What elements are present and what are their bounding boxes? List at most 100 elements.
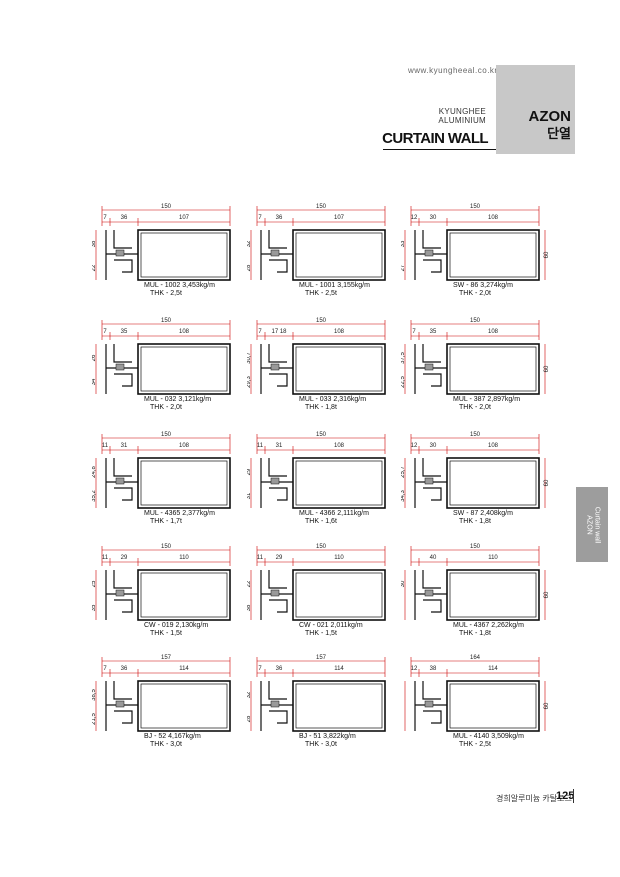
dim-overall-label: 150	[316, 544, 327, 550]
dim-overall-label: 164	[470, 655, 481, 661]
side-tab[interactable]: Curtain wall AZON	[576, 487, 608, 562]
dim-part-label: 36	[121, 215, 128, 221]
dim-part-label: 108	[334, 329, 345, 335]
dim-left-bottom: 28	[247, 264, 252, 271]
dim-part-label: 7	[103, 215, 107, 221]
profile-tube-outer	[137, 343, 231, 395]
profile-tube-inner	[449, 460, 537, 506]
dim-part-label: 11	[102, 555, 109, 561]
profile-thickness: THK - 2,5t	[459, 741, 491, 748]
dim-overall-label: 150	[470, 432, 481, 438]
profile-thickness: THK - 1,5t	[150, 630, 182, 637]
profile-tube-inner	[449, 346, 537, 392]
dim-part-label: 12	[411, 215, 418, 221]
dim-left-top: 32	[247, 240, 252, 247]
profile-tube-inner	[295, 572, 383, 618]
brand-name: KYUNGHEE ALUMINIUM	[438, 107, 486, 125]
dim-left-top: 30	[401, 580, 406, 587]
profile-tube-inner	[140, 683, 228, 729]
dim-part-label: 36	[276, 666, 283, 672]
dim-part-label: 36	[276, 215, 283, 221]
category-title-kr: 단열	[547, 126, 571, 141]
dim-part-label: 29	[121, 555, 128, 561]
footer-text: 경희알루미늄 카탈로그	[496, 794, 572, 803]
dim-overall-label: 150	[470, 544, 481, 550]
thermal-break	[424, 589, 434, 597]
website-url: www.kyungheeal.co.kr	[408, 66, 498, 75]
dim-part-label: 107	[334, 215, 345, 221]
dim-left-bottom: 22,5	[401, 376, 406, 388]
dim-left-bottom: 34,3	[401, 490, 406, 502]
profile-code-weight: MUL - 1002 3,453kg/m	[144, 282, 215, 289]
profile-tube-outer	[137, 680, 231, 732]
dim-part-label: 110	[179, 555, 189, 561]
dim-left-bottom: 35,2	[92, 490, 97, 502]
thermal-break	[424, 249, 434, 257]
thermal-break	[115, 249, 125, 257]
dim-overall-label: 157	[161, 655, 172, 661]
dim-part-label: 31	[276, 443, 283, 449]
dim-part-label: 7	[103, 329, 107, 335]
profile-thickness: THK - 2,5t	[150, 290, 182, 297]
profile-tube-outer	[446, 343, 540, 395]
profile-code-weight: SW - 87 2,408kg/m	[453, 510, 513, 517]
dim-left-top: 22	[247, 580, 252, 587]
dim-overall-label: 150	[161, 204, 172, 210]
dim-overall-label: 150	[470, 318, 481, 324]
dim-left-top: 24,8	[92, 466, 97, 478]
profile-code-weight: SW - 86 3,274kg/m	[453, 282, 513, 289]
profile-thickness: THK - 1,8t	[459, 630, 491, 637]
dim-right-label: 60	[544, 702, 550, 709]
thermal-break	[270, 589, 280, 597]
profile-tube-outer	[292, 569, 386, 621]
dim-left-top: 25,7	[401, 466, 406, 478]
profile-code-weight: BJ - 52 4,167kg/m	[144, 733, 201, 740]
dim-part-label: 114	[179, 666, 189, 672]
dim-right-label: 60	[544, 479, 550, 486]
profile-tube-inner	[140, 346, 228, 392]
title-underline	[383, 149, 496, 150]
profile-tube-inner	[449, 232, 537, 278]
dim-left-bottom: 28	[247, 715, 252, 722]
dim-left-top: 37,5	[401, 352, 406, 364]
dim-left-top: 33	[401, 240, 406, 247]
profile-thickness: THK - 2,0t	[459, 290, 491, 297]
profile-tube-outer	[137, 457, 231, 509]
dim-overall-label: 150	[470, 204, 481, 210]
dim-left-bottom: 22	[92, 264, 97, 271]
profile-tube-inner	[140, 572, 228, 618]
dim-left-bottom: 27	[401, 264, 406, 271]
page-number: 125	[556, 790, 575, 802]
profile-thickness: THK - 2,0t	[150, 404, 182, 411]
profile-thickness: THK - 3,0t	[305, 741, 337, 748]
dim-left-bottom: 38	[247, 604, 252, 611]
dim-overall-label: 150	[161, 318, 172, 324]
dim-overall-label: 150	[316, 318, 327, 324]
profile-thickness: THK - 1,5t	[305, 630, 337, 637]
dim-left-top: 25	[92, 580, 97, 587]
profile-tube-outer	[446, 457, 540, 509]
